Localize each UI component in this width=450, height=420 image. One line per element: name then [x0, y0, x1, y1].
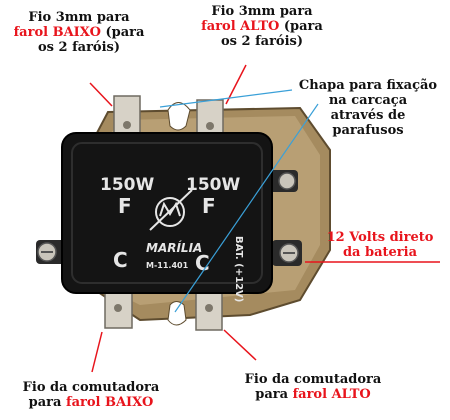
pointer-bracket-top: [159, 89, 293, 108]
label-bottom-right: Fio da comutadora para farol ALTO: [244, 372, 382, 402]
pointer-bracket-bottom: [174, 103, 319, 313]
model-marking: M-11.401: [146, 261, 189, 270]
label-bracket: Chapa para fixação na carcaça através de…: [298, 78, 438, 138]
label-top-right-line1: Fio 3mm para: [211, 4, 313, 19]
f-right-marking: F: [202, 194, 216, 218]
label-top-right-line2: farol ALTO (para: [201, 19, 323, 34]
label-battery: 12 Volts direto da bateria: [326, 230, 434, 260]
bottom-right-terminal: [195, 291, 223, 331]
label-top-left-line2: farol BAIXO (para: [13, 25, 145, 40]
pointer-bottom-left: [91, 331, 103, 373]
rating-right: 150W: [186, 175, 240, 195]
brand-marking: MARÍLIA: [146, 240, 202, 255]
pointer-bottom-right: [223, 329, 257, 361]
rating-left: 150W: [100, 175, 154, 195]
label-top-left-line3: os 2 faróis): [37, 40, 121, 55]
label-top-left: Fio 3mm para farol BAIXO (para os 2 faró…: [4, 10, 154, 55]
top-mounting-slot: [167, 102, 191, 131]
bottom-mounting-slot: [167, 301, 187, 326]
label-bottom-left: Fio da comutadora para farol BAIXO: [22, 380, 160, 410]
f-left-marking: F: [118, 194, 132, 218]
label-top-right: Fio 3mm para farol ALTO (para os 2 farói…: [188, 4, 336, 49]
brand-logo: [149, 189, 193, 231]
pointer-top-left: [89, 82, 113, 107]
c-left-marking: C: [113, 248, 128, 272]
left-screw-terminal: [36, 240, 66, 264]
label-top-right-line3: os 2 faróis): [220, 34, 304, 49]
label-top-left-line1: Fio 3mm para: [28, 10, 130, 25]
bat-marking: BAT. (+12V): [233, 236, 244, 302]
c-right-marking: C: [195, 251, 210, 275]
bottom-left-terminal: [104, 287, 133, 329]
right-screw-terminal: [268, 170, 302, 266]
